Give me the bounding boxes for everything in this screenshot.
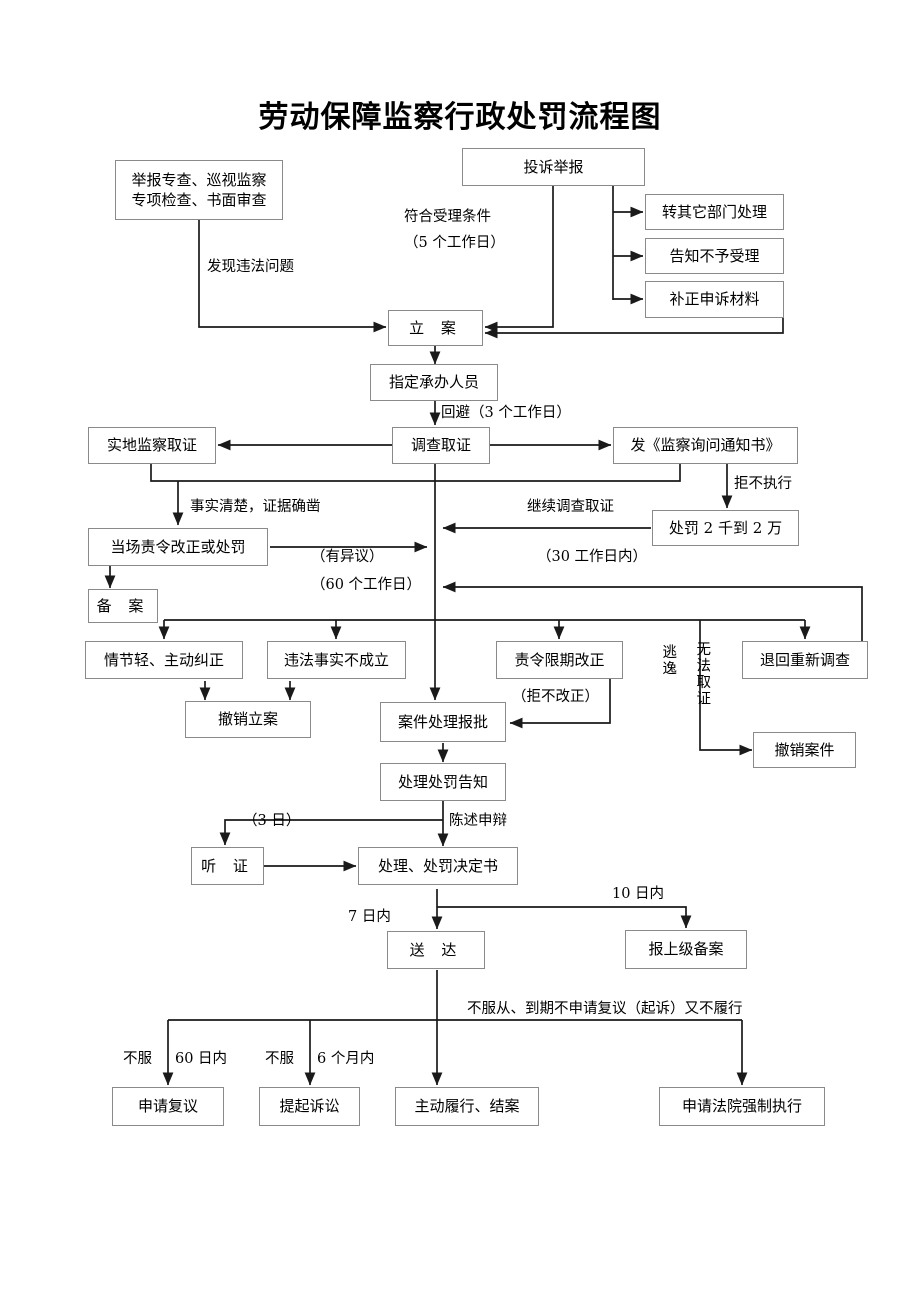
edge-label-disobey-no-reconsideration: 不服从、到期不申请复议（起诉）又不履行 [467,1001,743,1017]
node-case-approval[interactable]: 案件处理报批 [380,702,506,742]
edge-label-facts-clear-evidence: 事实清楚，证据确凿 [190,499,321,515]
edge-label-within-60-days: 60 日内 [175,1051,228,1067]
node-send-inquiry-notice[interactable]: 发《监察询问通知书》 [613,427,798,464]
node-return-reinvestigate[interactable]: 退回重新调查 [742,641,868,679]
edge-label-continue-investigate: 继续调查取证 [527,499,614,515]
edge-label-sixty-working-days: （60 个工作日） [311,577,422,593]
edge-label-within-30-working-days: （30 工作日内） [537,549,648,565]
edge-label-found-violation: 发现违法问题 [207,259,294,275]
edge-label-has-objection: （有异议） [311,549,384,565]
node-assign-handler[interactable]: 指定承办人员 [370,364,498,401]
edge-label-within-7-days: 7 日内 [348,909,391,925]
edge-label-recusal-three-days: 回避（3 个工作日） [441,405,571,421]
edge-label-disobey-a: 不服 [123,1051,152,1067]
edge-label-meets-conditions: 符合受理条件 [404,209,491,225]
edge-label-refuse-execute: 拒不执行 [734,476,792,492]
node-penalty-2k-to-20k[interactable]: 处罚 2 千到 2 万 [652,510,799,546]
node-hearing[interactable]: 听 证 [191,847,264,885]
edge-label-disobey-b: 不服 [265,1051,294,1067]
node-record-filing[interactable]: 备 案 [88,589,158,623]
node-onsite-inspection[interactable]: 实地监察取证 [88,427,216,464]
edge-label-unable-obtain-evidence: 无法取证 [694,641,711,707]
edge-label-statement-defense: 陈述申辩 [449,813,507,829]
node-revoke-case[interactable]: 撤销案件 [753,732,856,768]
node-file-lawsuit[interactable]: 提起诉讼 [259,1087,360,1126]
node-notify-not-accept[interactable]: 告知不予受理 [645,238,784,274]
node-apply-reconsideration[interactable]: 申请复议 [112,1087,224,1126]
node-supplement-materials[interactable]: 补正申诉材料 [645,281,784,318]
edge-label-abscond: 逃逸 [660,644,677,677]
node-inspection-sources[interactable]: 举报专查、巡视监察 专项检查、书面审查 [115,160,283,220]
node-illegal-fact-not-established[interactable]: 违法事实不成立 [267,641,406,679]
node-apply-court-enforcement[interactable]: 申请法院强制执行 [659,1087,825,1126]
node-report-superior-filing[interactable]: 报上级备案 [625,930,747,969]
node-file-case[interactable]: 立 案 [388,310,483,346]
edge-label-five-working-days: （5 个工作日） [404,235,505,251]
node-voluntary-perform-close[interactable]: 主动履行、结案 [395,1087,539,1126]
node-decision-document[interactable]: 处理、处罚决定书 [358,847,518,885]
node-order-correct-deadline[interactable]: 责令限期改正 [496,641,623,679]
node-revoke-case-filing[interactable]: 撤销立案 [185,701,311,738]
node-onsite-order-correct[interactable]: 当场责令改正或处罚 [88,528,268,566]
edge-label-three-days: （3 日） [243,813,301,829]
page-title: 劳动保障监察行政处罚流程图 [258,100,662,135]
edge-label-within-10-days: 10 日内 [612,886,665,902]
node-service-delivery[interactable]: 送 达 [387,931,485,969]
node-investigate-evidence[interactable]: 调查取证 [392,427,490,464]
node-transfer-other-dept[interactable]: 转其它部门处理 [645,194,784,230]
edge-label-within-6-months: 6 个月内 [317,1051,375,1067]
edge-label-refuse-correct: （拒不改正） [512,689,599,705]
node-minor-self-correct[interactable]: 情节轻、主动纠正 [85,641,243,679]
node-penalty-notification[interactable]: 处理处罚告知 [380,763,506,801]
node-complaint-report[interactable]: 投诉举报 [462,148,645,186]
